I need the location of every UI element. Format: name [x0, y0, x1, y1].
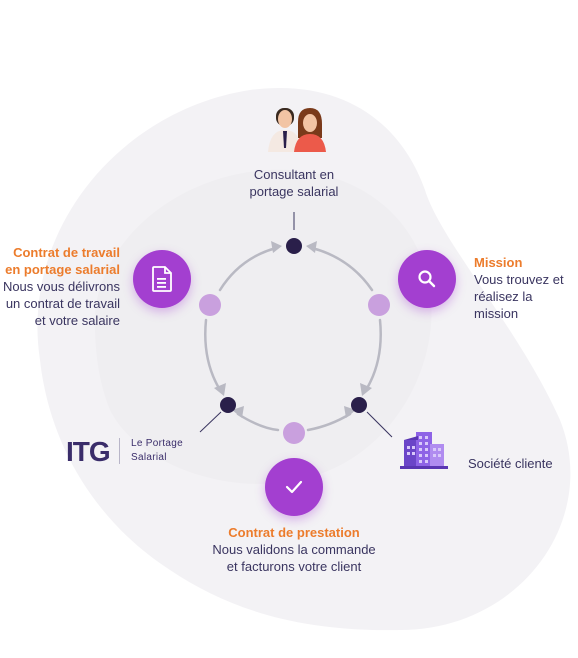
arrowhead-top-right — [306, 241, 317, 253]
itg-logo: ITG — [66, 436, 111, 467]
consultant-label-line1: Consultant en — [253, 167, 335, 182]
arrowhead-right — [360, 383, 372, 396]
contrat-prestation-block: Contrat de prestation Nous validons la c… — [189, 524, 399, 575]
node-contrat-travail — [199, 294, 221, 316]
consultant-couple-icon — [268, 108, 326, 152]
search-icon — [418, 270, 436, 288]
contrat-prestation-desc-line1: Nous validons la commande — [212, 542, 376, 557]
arrowhead-left — [214, 383, 226, 396]
connector-right — [366, 411, 393, 438]
itg-logo-subtitle: Le Portage Salarial — [131, 437, 183, 465]
consultant-label: Consultant en portage salarial — [234, 166, 354, 200]
arc-left — [204, 318, 222, 392]
node-prestation — [283, 422, 305, 444]
mission-desc-line1: Vous trouvez et — [474, 272, 564, 287]
mission-block: Mission Vous trouvez et réalisez la miss… — [474, 254, 578, 322]
contrat-prestation-title: Contrat de prestation — [228, 525, 360, 540]
arc-top-right — [310, 246, 374, 292]
mission-desc-line2: réalisez la mission — [474, 289, 533, 321]
itg-sub-line1: Le Portage — [131, 438, 183, 449]
connector-left — [199, 411, 222, 433]
contrat-prestation-circle[interactable] — [265, 458, 323, 516]
mission-circle[interactable] — [398, 250, 456, 308]
contrat-travail-title-line1: Contrat de travail — [13, 245, 120, 260]
contrat-travail-circle[interactable] — [133, 250, 191, 308]
arrowhead-bottom-left — [232, 406, 244, 418]
arc-right — [364, 318, 382, 392]
contrat-travail-desc-line3: et votre salaire — [34, 313, 120, 328]
building-icon — [400, 432, 448, 469]
document-icon — [152, 266, 172, 292]
contrat-travail-desc-line2: un contrat de travail — [5, 296, 120, 311]
itg-sub-line2: Salarial — [131, 452, 167, 463]
contrat-prestation-desc-line2: et facturons votre client — [226, 559, 362, 574]
arc-top-left — [218, 246, 278, 292]
node-societe — [351, 397, 367, 413]
societe-label: Société cliente — [468, 456, 553, 471]
node-mission — [368, 294, 390, 316]
node-itg — [220, 397, 236, 413]
check-icon — [285, 480, 303, 494]
consultant-label-line2: portage salarial — [249, 184, 339, 199]
background-blob-inner — [94, 169, 432, 484]
mission-title: Mission — [474, 255, 523, 270]
arrowhead-top-left — [271, 241, 282, 253]
itg-logo-separator — [119, 438, 120, 464]
contrat-travail-block: Contrat de travail en portage salarial N… — [0, 244, 120, 329]
contrat-travail-title-line2: en portage salarial — [5, 262, 120, 277]
contrat-travail-desc-line1: Nous vous délivrons — [2, 279, 120, 294]
node-consultant — [286, 238, 302, 254]
